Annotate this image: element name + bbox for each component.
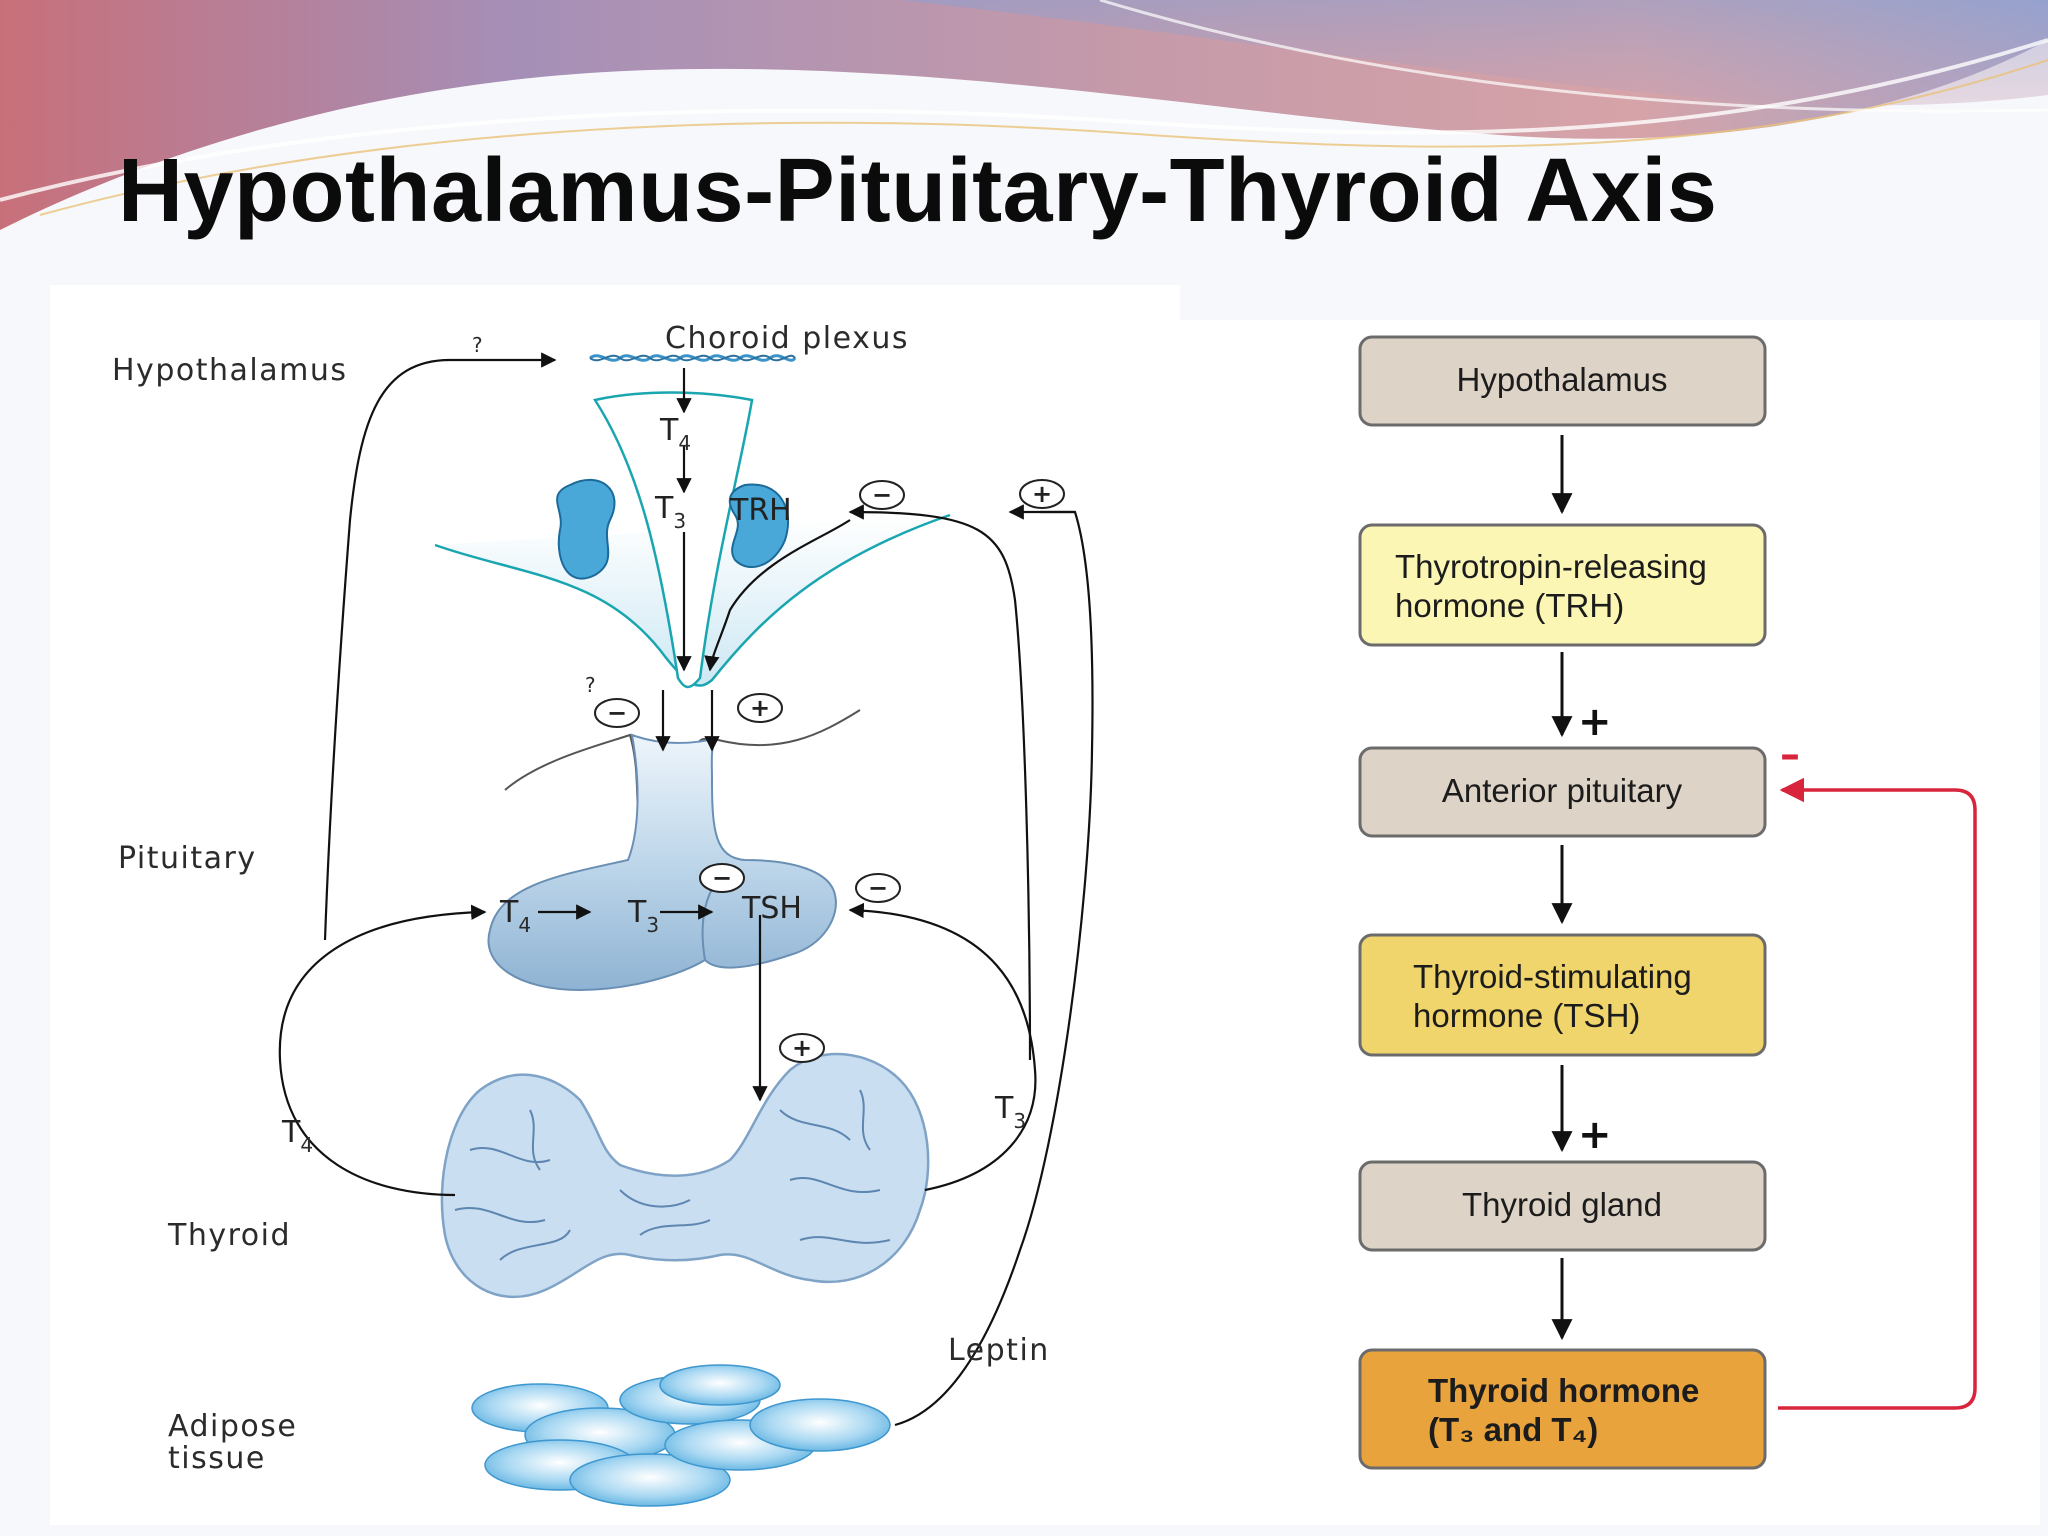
- label-leptin: Leptin: [948, 1333, 1050, 1368]
- minus-sign-tsh: −: [712, 864, 732, 892]
- plus-sign-stalk: +: [750, 694, 770, 722]
- pituitary-gland: [487, 733, 837, 992]
- adipose-cells: [471, 1364, 891, 1507]
- plus-sign-leptin: +: [1032, 480, 1052, 508]
- label-choroid-plexus: Choroid plexus: [665, 321, 909, 356]
- label-adipose-2: tissue: [168, 1441, 266, 1476]
- flow-box-tsh: [1358, 933, 1767, 1057]
- flow-box-anterior-pituitary: [1358, 746, 1767, 838]
- flow-box-hypothalamus: [1358, 335, 1767, 427]
- header-banner: [0, 0, 2048, 230]
- flow-box-trh: [1358, 523, 1767, 647]
- right-panel: [1180, 320, 2040, 1525]
- flow-text-thyroid-gland: Thyroid gland: [1462, 1186, 1662, 1223]
- flow-minus-feedback: –: [1780, 732, 1800, 778]
- slide-title: Hypothalamus-Pituitary-Thyroid Axis: [118, 141, 1718, 241]
- minus-sign-t3: −: [868, 874, 888, 902]
- flow-box-thyroid-gland: [1358, 1160, 1767, 1252]
- label-trh: TRH: [729, 493, 792, 528]
- flow-text-tsh-1: Thyroid-stimulating: [1413, 958, 1692, 995]
- label-t3-pituitary: T3: [627, 895, 659, 937]
- minus-sign-stalk: −: [607, 699, 627, 727]
- left-anatomy-diagram: [278, 352, 1094, 1507]
- label-t4-top: T4: [659, 413, 691, 455]
- flow-text-tsh-2: hormone (TSH): [1413, 997, 1640, 1034]
- minus-sign-trh: −: [872, 481, 892, 509]
- label-t4-thyroid: T4: [281, 1115, 313, 1157]
- label-adipose-1: Adipose: [168, 1409, 297, 1444]
- third-ventricle: [592, 391, 754, 689]
- flow-text-trh-2: hormone (TRH): [1395, 587, 1624, 624]
- label-t3-thyroid: T3: [994, 1091, 1026, 1133]
- label-t3-top: T3: [654, 491, 686, 533]
- label-hypothalamus: Hypothalamus: [112, 353, 347, 388]
- label-pituitary: Pituitary: [118, 841, 257, 876]
- label-t4-pituitary: T4: [499, 895, 531, 937]
- label-question-2: ?: [585, 673, 596, 697]
- label-thyroid: Thyroid: [167, 1218, 291, 1253]
- right-flowchart: [1358, 335, 1977, 1470]
- flow-text-anterior-pituitary: Anterior pituitary: [1442, 772, 1683, 809]
- flow-text-hypothalamus: Hypothalamus: [1457, 361, 1668, 398]
- label-tsh: TSH: [741, 891, 802, 926]
- flow-plus-2: +: [1578, 1112, 1612, 1158]
- hypothalamic-nucleus-left: [556, 479, 616, 580]
- flow-box-thyroid-hormone: [1358, 1348, 1767, 1470]
- flow-text-trh-1: Thyrotropin-releasing: [1395, 548, 1707, 585]
- label-question-1: ?: [472, 333, 483, 357]
- hypothalamic-nucleus-right: [728, 483, 790, 569]
- plus-sign-thyroid: +: [792, 1034, 812, 1062]
- flow-plus-1: +: [1578, 699, 1612, 745]
- flow-text-thyroid-hormone-1: Thyroid hormone: [1428, 1372, 1699, 1409]
- flow-text-thyroid-hormone-2: (T₃ and T₄): [1428, 1411, 1598, 1448]
- negative-feedback-arrow: [1778, 777, 1977, 1410]
